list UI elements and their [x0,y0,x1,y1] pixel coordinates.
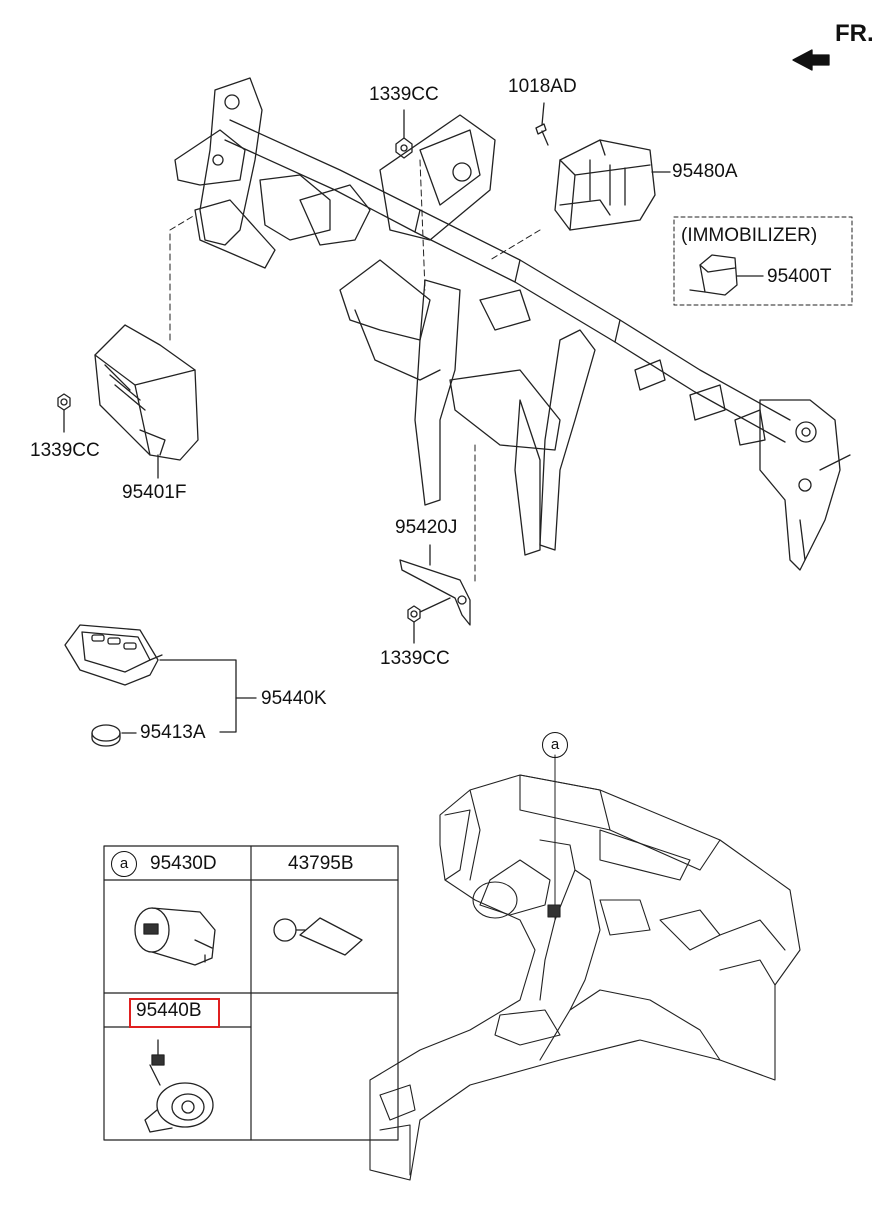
nut-1339cc-bottom [407,605,421,623]
parts-table-grid [103,845,399,1141]
part-label-95430d[interactable]: 95430D [150,853,217,874]
ignition-cylinder-95430d [134,907,216,966]
part-label-95420j[interactable]: 95420J [395,517,458,538]
part-label-95401f[interactable]: 95401F [122,482,187,503]
module-95401f [94,324,199,461]
part-label-1339cc-top[interactable]: 1339CC [369,84,439,105]
front-direction-label: FR. [835,20,874,47]
immobilizer-95400t [689,254,738,296]
part-label-95400t[interactable]: 95400T [767,266,832,287]
part-label-1018ad[interactable]: 1018AD [508,76,577,97]
nut-1339cc-left [57,393,71,411]
antenna-coil-95440b [144,1039,214,1133]
highlight-box-95440b [129,998,220,1028]
crossbar-assembly [174,77,851,571]
coin-battery [91,724,121,747]
front-arrow-icon [792,49,830,71]
part-label-95480a[interactable]: 95480A [672,161,738,182]
table-callout-a: a [111,851,137,877]
part-label-1339cc-bottom[interactable]: 1339CC [380,648,450,669]
smart-key-fob [64,624,163,686]
dashboard-illustration [369,774,801,1181]
immobilizer-group-label: (IMMOBILIZER) [681,225,818,246]
bolt-1018ad [535,123,549,146]
part-label-43795b[interactable]: 43795B [288,853,354,874]
part-label-95413a[interactable]: 95413A [140,722,206,743]
module-95480a [554,139,656,231]
callout-a-marker: a [542,732,568,758]
sticker-43795b [273,917,363,956]
bracket-95420j [399,559,471,626]
nut-1339cc-top [395,137,413,159]
part-label-95440k[interactable]: 95440K [261,688,327,709]
part-label-95440b[interactable]: 95440B [136,1000,202,1021]
part-label-1339cc-left[interactable]: 1339CC [30,440,100,461]
